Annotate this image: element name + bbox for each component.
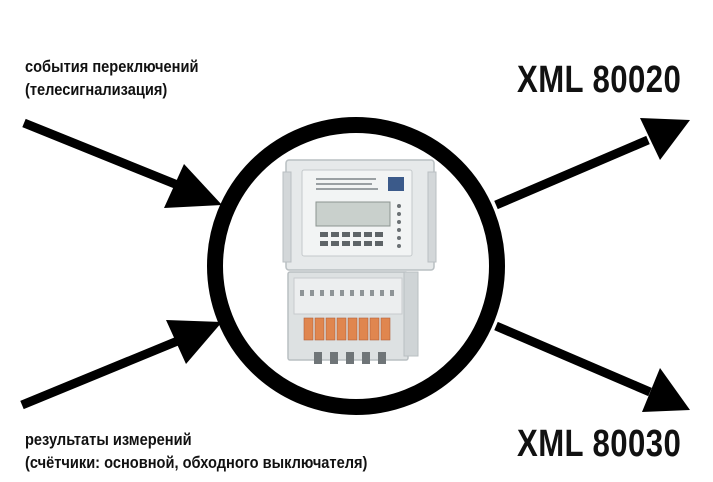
input-top-label-line1: события переключений (25, 57, 199, 76)
input-top-label-line2: (телесигнализация) (25, 80, 168, 99)
input-bottom-label-line1: результаты измерений (25, 430, 192, 449)
output-arrow-xml-80020 (494, 118, 690, 210)
input-arrow-switching-events (22, 118, 222, 208)
metering-controller-device-icon (282, 159, 437, 364)
output-top-label: XML 80020 (517, 59, 682, 101)
input-bottom-label-line2: (счётчики: основной, обходного выключате… (25, 453, 368, 472)
output-arrow-xml-80030 (494, 321, 690, 412)
input-arrow-measurements (20, 320, 222, 410)
output-bottom-label: XML 80030 (517, 423, 682, 465)
